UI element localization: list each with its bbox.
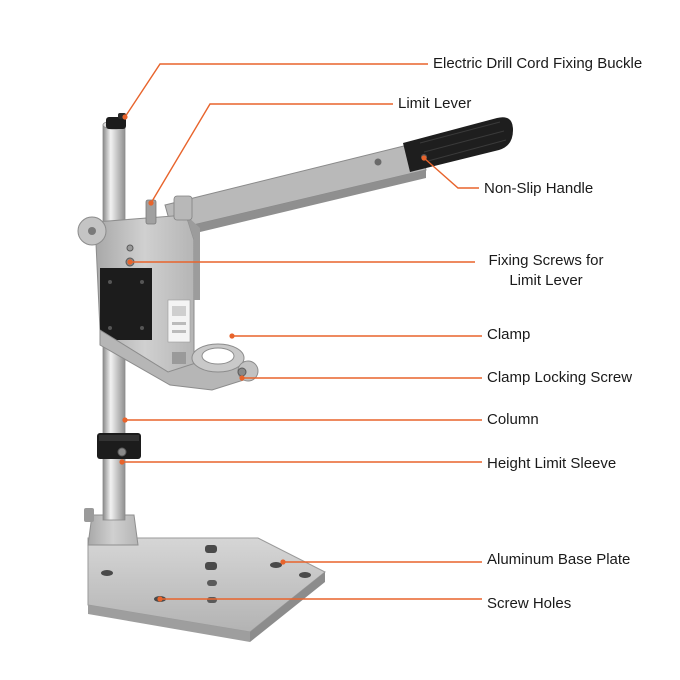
leader-lines bbox=[119, 63, 482, 602]
label-clamp-locking-screw: Clamp Locking Screw bbox=[487, 369, 633, 386]
leader-screw-holes-dot bbox=[157, 596, 163, 602]
base-slot bbox=[205, 562, 217, 570]
leader-limit-lever-dot bbox=[148, 200, 154, 206]
leader-cord-buckle-dot bbox=[122, 114, 128, 120]
non-slip-handle bbox=[403, 117, 513, 172]
leader-non-slip-handle-dot bbox=[421, 155, 427, 161]
screw-hole bbox=[101, 570, 113, 576]
leader-height-sleeve-dot bbox=[119, 459, 125, 465]
base-slot bbox=[207, 580, 217, 586]
aluminum-base-plate bbox=[84, 508, 326, 642]
leader-non-slip-handle bbox=[423, 157, 479, 189]
leader-base-plate-dot bbox=[280, 559, 286, 565]
label-aluminum-base-plate: Aluminum Base Plate bbox=[487, 551, 631, 568]
clamp-locking-screw bbox=[237, 367, 247, 377]
leader-limit-lever bbox=[150, 103, 393, 204]
height-limit-sleeve bbox=[97, 433, 141, 459]
base-slot bbox=[205, 545, 217, 553]
label-fixing-screws-line1: Fixing Screws for bbox=[488, 252, 604, 269]
screw-hole bbox=[270, 562, 282, 568]
base-slot bbox=[207, 597, 217, 603]
leader-column-dot bbox=[122, 417, 128, 423]
carriage-housing bbox=[77, 195, 200, 381]
label-fixing-screws: Fixing Screws for Limit Lever bbox=[480, 251, 612, 291]
leader-fixing-screws-dot bbox=[127, 259, 133, 265]
limit-lever bbox=[145, 199, 157, 225]
leader-clamp-dot bbox=[229, 333, 235, 339]
label-column: Column bbox=[487, 411, 539, 428]
label-cord-buckle: Electric Drill Cord Fixing Buckle bbox=[433, 55, 643, 72]
mounting-plate bbox=[100, 268, 152, 340]
label-clamp: Clamp bbox=[487, 326, 531, 343]
screw-hole bbox=[299, 572, 311, 578]
label-height-limit-sleeve: Height Limit Sleeve bbox=[487, 455, 617, 472]
label-limit-lever: Limit Lever bbox=[398, 95, 472, 112]
label-fixing-screws-line2: Limit Lever bbox=[509, 272, 583, 289]
leader-clamp-screw-dot bbox=[239, 375, 245, 381]
base-side-screw bbox=[84, 508, 94, 522]
label-screw-holes: Screw Holes bbox=[487, 595, 572, 612]
leader-cord-buckle bbox=[124, 63, 428, 118]
fixing-screw bbox=[126, 244, 134, 252]
lever-arm bbox=[164, 141, 427, 238]
label-non-slip-handle: Non-Slip Handle bbox=[484, 180, 594, 197]
sleeve-screw bbox=[117, 447, 127, 457]
lever-pivot-block bbox=[173, 195, 193, 221]
